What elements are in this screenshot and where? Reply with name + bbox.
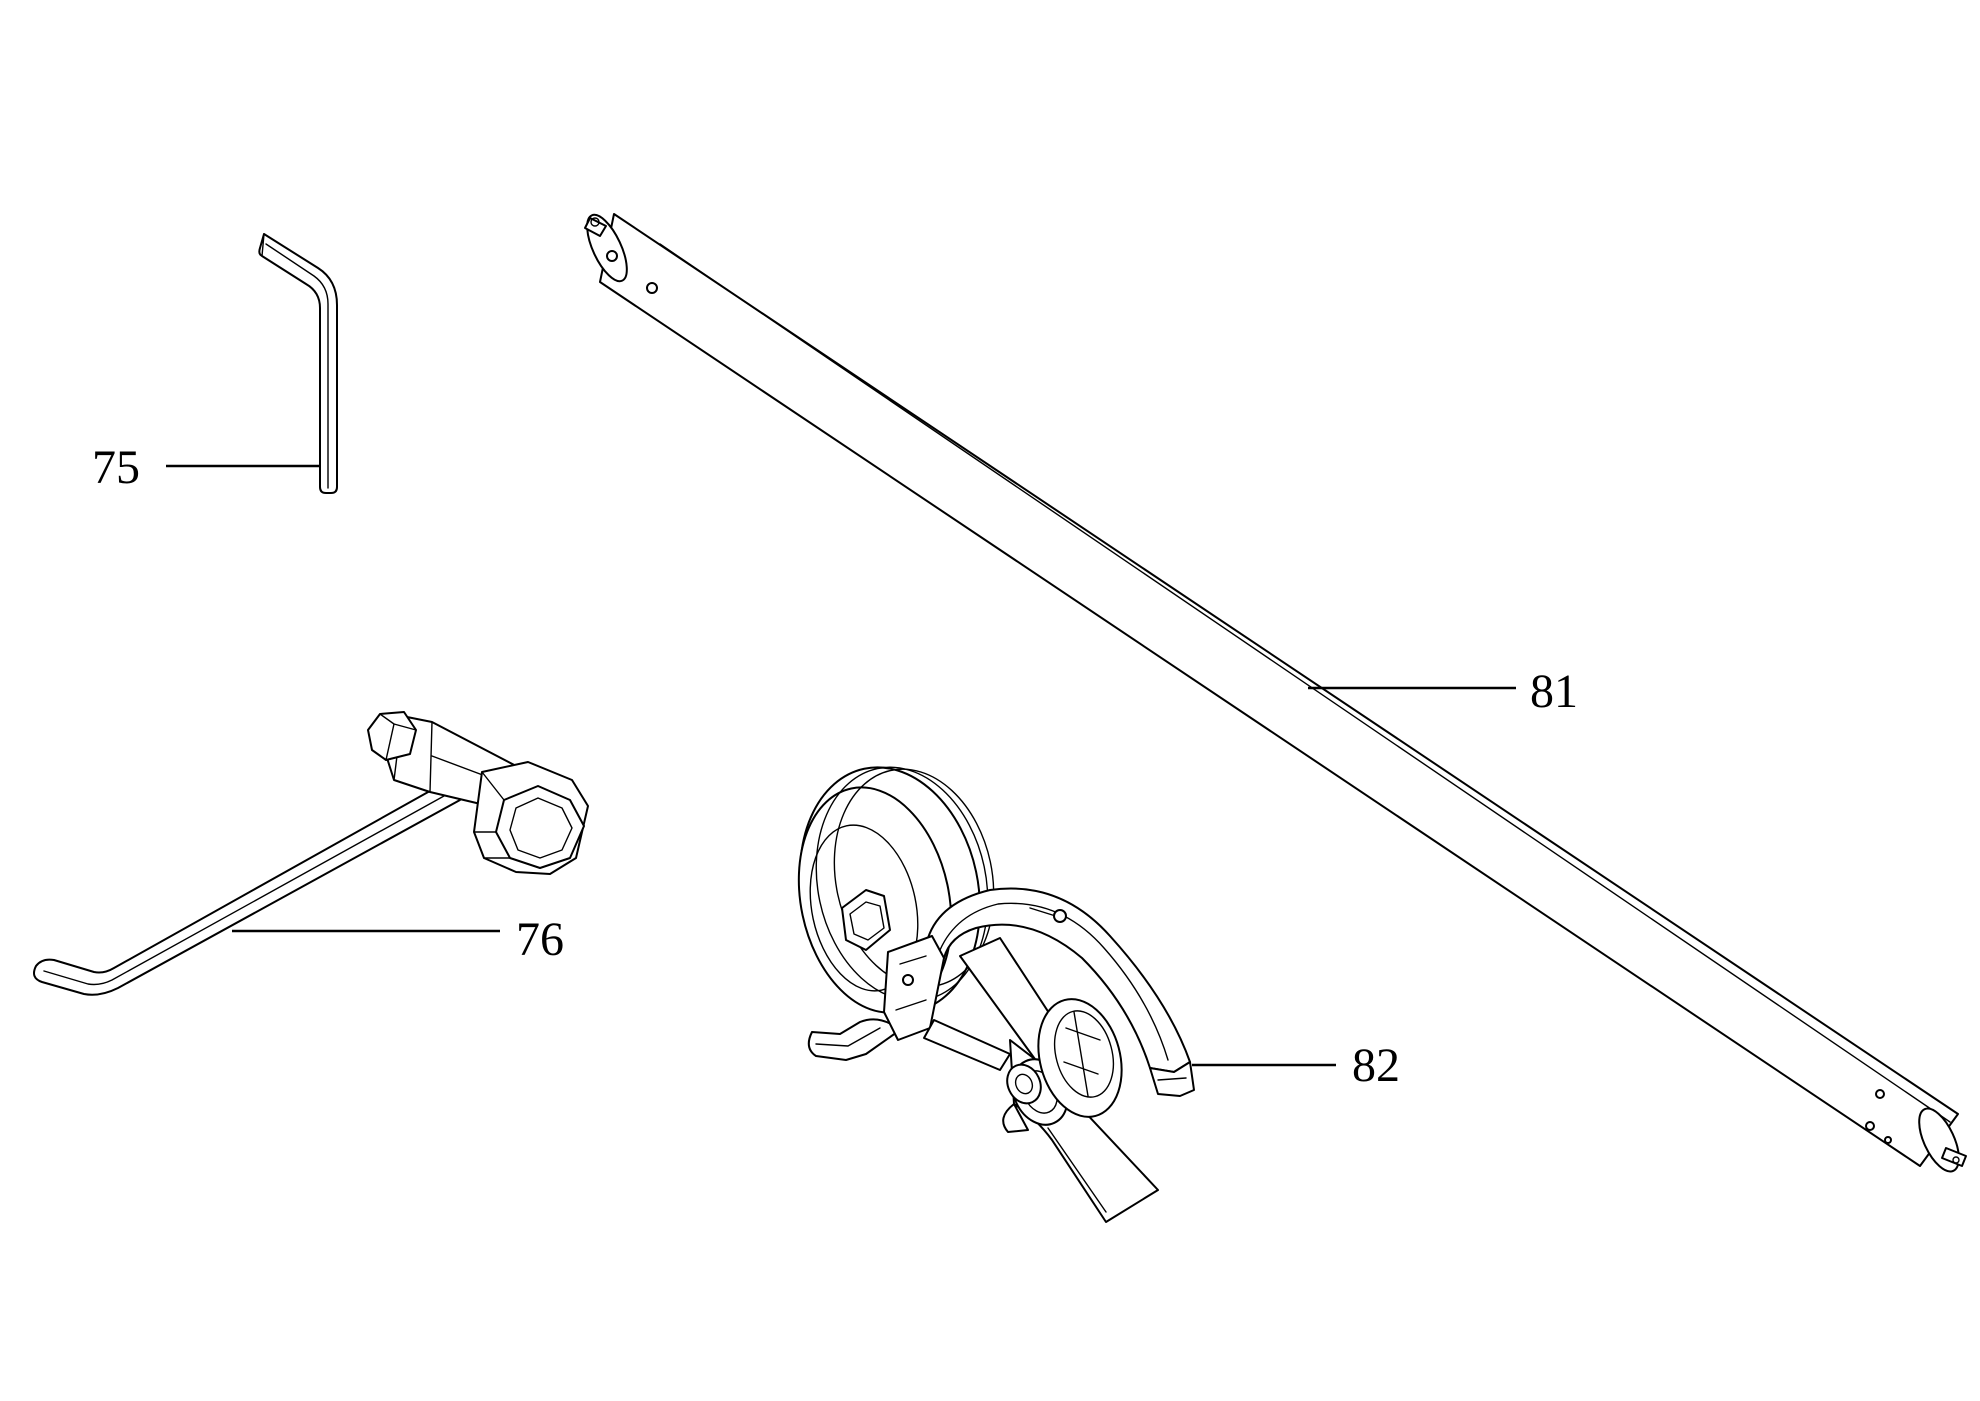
part-76-spark-plug-wrench <box>33 711 589 996</box>
part-81-drive-shaft <box>584 213 1967 1173</box>
callout-81: 81 <box>1530 665 1578 718</box>
callout-76: 76 <box>516 913 564 966</box>
part-75-hex-key <box>258 233 338 494</box>
callout-82: 82 <box>1352 1039 1400 1092</box>
callout-75: 75 <box>92 441 140 494</box>
part-82-edger-head <box>797 766 1195 1223</box>
